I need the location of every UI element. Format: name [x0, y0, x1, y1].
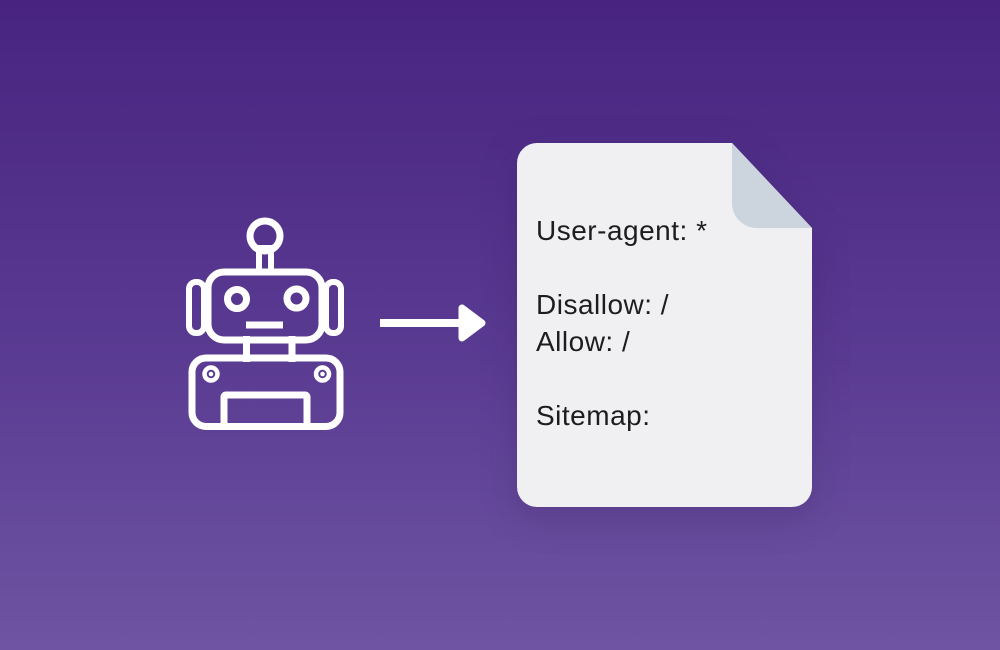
robot-outline — [186, 217, 344, 430]
robot-panel — [220, 391, 311, 430]
robot-bolt-right — [313, 365, 332, 383]
arrow-group — [380, 304, 486, 342]
robots-txt-line-sitemap: Sitemap: — [536, 400, 651, 431]
folded-corner — [732, 143, 812, 228]
robot-antenna — [246, 217, 284, 255]
robot-ear-left — [186, 279, 207, 336]
arrow-right-icon — [380, 304, 486, 342]
robot-eye-right — [283, 285, 310, 312]
robot-head — [204, 268, 326, 344]
robots-txt-line-allow: Allow: / — [536, 326, 631, 357]
robots-txt-line-disallow: Disallow: / — [536, 289, 670, 320]
robots-txt-line-blank — [536, 360, 707, 397]
robots-txt-line-user-agent: User-agent: * — [536, 215, 708, 246]
robots-txt-content: User-agent: * Disallow: / Allow: / Sitem… — [536, 212, 707, 434]
robot-eye-left — [224, 286, 250, 312]
robot-ear-right — [323, 279, 344, 336]
robots-txt-file — [517, 143, 812, 507]
robots-txt-line-blank — [536, 249, 707, 286]
robot-bolt-right-dot — [320, 371, 325, 377]
robot-bolt-left-dot — [208, 371, 214, 377]
robot-icon — [186, 217, 344, 430]
arrow-head — [458, 304, 486, 342]
robot-bolt-left — [202, 365, 220, 383]
file-paper-shape — [517, 143, 812, 507]
